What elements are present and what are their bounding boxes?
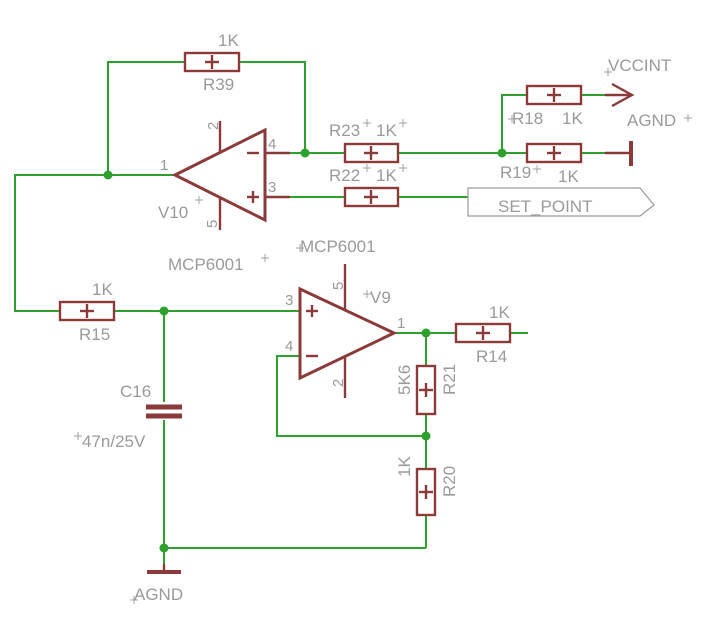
v9-part-label: MCP6001 <box>300 237 376 256</box>
resistor-r39 <box>183 51 241 73</box>
r15-value-label: 1K <box>92 280 113 299</box>
junction-dot <box>421 328 431 338</box>
pin-label: 3 <box>268 179 276 196</box>
resistor-r20 <box>415 467 437 517</box>
junction-dot <box>497 148 507 158</box>
wires <box>14 61 605 570</box>
resistor-r22 <box>343 186 400 208</box>
r22-value-label: 1K <box>376 166 397 185</box>
r20-value-label: 1K <box>395 456 414 477</box>
set-point-port <box>467 187 655 217</box>
r21-value-label: 5K6 <box>395 365 414 395</box>
ground-bottom-icon <box>147 564 181 574</box>
junctions <box>103 148 507 553</box>
pin-label: 1 <box>160 157 168 174</box>
agnd-top-label: AGND <box>627 111 676 130</box>
set-point-label: SET_POINT <box>498 197 592 216</box>
r22-name-label: R22 <box>329 166 360 185</box>
r18-name-label: R18 <box>512 109 543 128</box>
pin-label: 4 <box>268 136 276 153</box>
pin-label: 1 <box>397 315 405 332</box>
pin-label: 5 <box>330 282 347 290</box>
resistor-r14 <box>454 322 512 344</box>
r39-value-label: 1K <box>218 31 239 50</box>
junction-dot <box>159 306 169 316</box>
opamp-v9-body <box>298 286 398 381</box>
r14-name-label: R14 <box>476 347 507 366</box>
origin-markers <box>74 68 692 604</box>
wire-junc-to-r18 <box>501 94 527 153</box>
v10-part-label: MCP6001 <box>168 255 244 274</box>
pin-label: 2 <box>205 122 222 130</box>
pin-label: 4 <box>285 338 293 355</box>
wire-r39-left <box>107 61 185 175</box>
pin-label: 3 <box>285 292 293 309</box>
opamp-v10 <box>171 121 290 230</box>
resistor-r23 <box>343 142 400 164</box>
r23-name-label: R23 <box>329 121 360 140</box>
pin-label: 5 <box>204 220 221 228</box>
r19-value-label: 1K <box>558 167 579 186</box>
c16-value-label: 47n/25V <box>82 432 146 451</box>
capacitor-c16 <box>146 404 182 419</box>
junction-dot <box>159 543 169 553</box>
wire-r39-right <box>239 61 306 153</box>
junction-dot <box>421 431 431 441</box>
v10-name-label: V10 <box>158 203 188 222</box>
wire-v10-to-r15 <box>14 174 108 312</box>
resistor-r21 <box>415 364 437 416</box>
resistor-r18 <box>525 84 583 106</box>
c16-name-label: C16 <box>120 382 151 401</box>
resistor-r19 <box>525 142 583 164</box>
junction-dot <box>300 148 310 158</box>
agnd-bottom-label: AGND <box>134 585 183 604</box>
junction-dot <box>103 170 113 180</box>
opamp-v9 <box>298 264 398 398</box>
wire-c16-bottom <box>163 420 426 549</box>
vccint-label: VCCINT <box>608 56 671 75</box>
r21-name-label: R21 <box>440 364 459 395</box>
vccint-arrow-icon <box>605 82 635 108</box>
r14-value-label: 1K <box>489 303 510 322</box>
wire-v9-feedback <box>276 355 426 437</box>
v9-name-label: V9 <box>370 288 391 307</box>
r20-name-label: R20 <box>440 466 459 497</box>
r15-name-label: R15 <box>79 325 110 344</box>
pin-label: 2 <box>330 379 347 387</box>
r39-name-label: R39 <box>203 75 234 94</box>
r19-name-label: R19 <box>500 163 531 182</box>
r23-value-label: 1K <box>376 121 397 140</box>
resistor-r15 <box>58 300 116 322</box>
r18-value-label: 1K <box>562 109 583 128</box>
ground-top-icon <box>605 141 633 166</box>
